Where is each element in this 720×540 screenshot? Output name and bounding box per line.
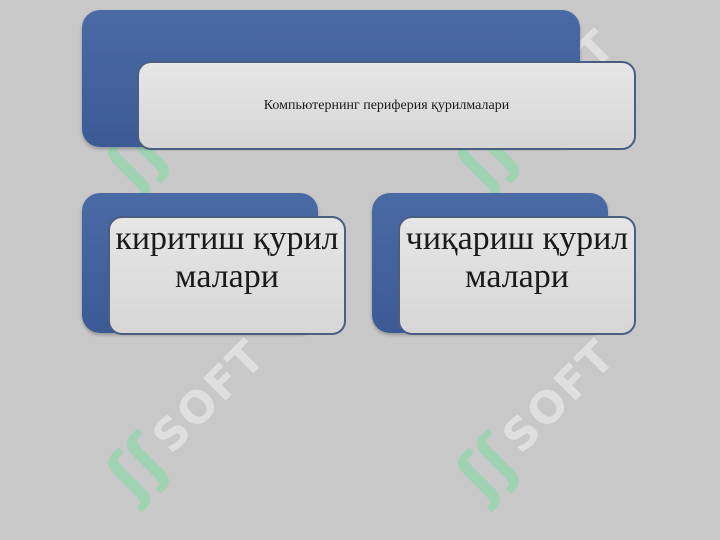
output-devices-node: чиқариш қурилмалари <box>398 216 636 335</box>
root-node-label: Компьютернинг периферия қурилмалари <box>263 97 510 113</box>
watermark-text: SOFT <box>492 329 626 463</box>
watermark-text: SOFT <box>142 329 276 463</box>
input-devices-label: киритиш қурилмалари <box>115 220 339 295</box>
root-node: Компьютернинг периферия қурилмалари <box>137 61 636 150</box>
input-devices-node: киритиш қурилмалари <box>108 216 346 335</box>
watermark: ʃʃ SOFT <box>92 321 284 513</box>
output-devices-label: чиқариш қурилмалари <box>405 220 629 295</box>
watermark-logo-icon: ʃʃ <box>92 422 183 513</box>
watermark: ʃʃ SOFT <box>442 321 634 513</box>
watermark-logo-icon: ʃʃ <box>442 422 533 513</box>
